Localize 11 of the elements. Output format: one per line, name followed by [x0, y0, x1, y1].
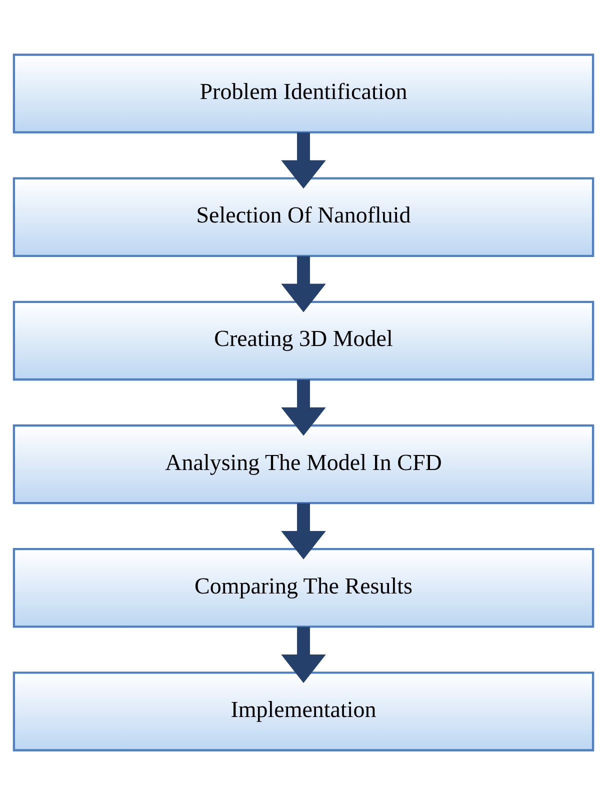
node-box: Selection Of Nanofluid [12, 177, 594, 257]
node-box: Problem Identification [12, 54, 594, 134]
arrow [281, 380, 326, 436]
node-box: Creating 3D Model [12, 300, 594, 381]
arrow [281, 626, 326, 683]
node-box: Implementation [12, 672, 594, 752]
node-box: Comparing The Results [12, 548, 594, 628]
node-box: Analysing The Model In CFD [12, 424, 594, 504]
arrow [281, 503, 326, 560]
arrow [281, 256, 326, 312]
arrow [281, 132, 326, 189]
